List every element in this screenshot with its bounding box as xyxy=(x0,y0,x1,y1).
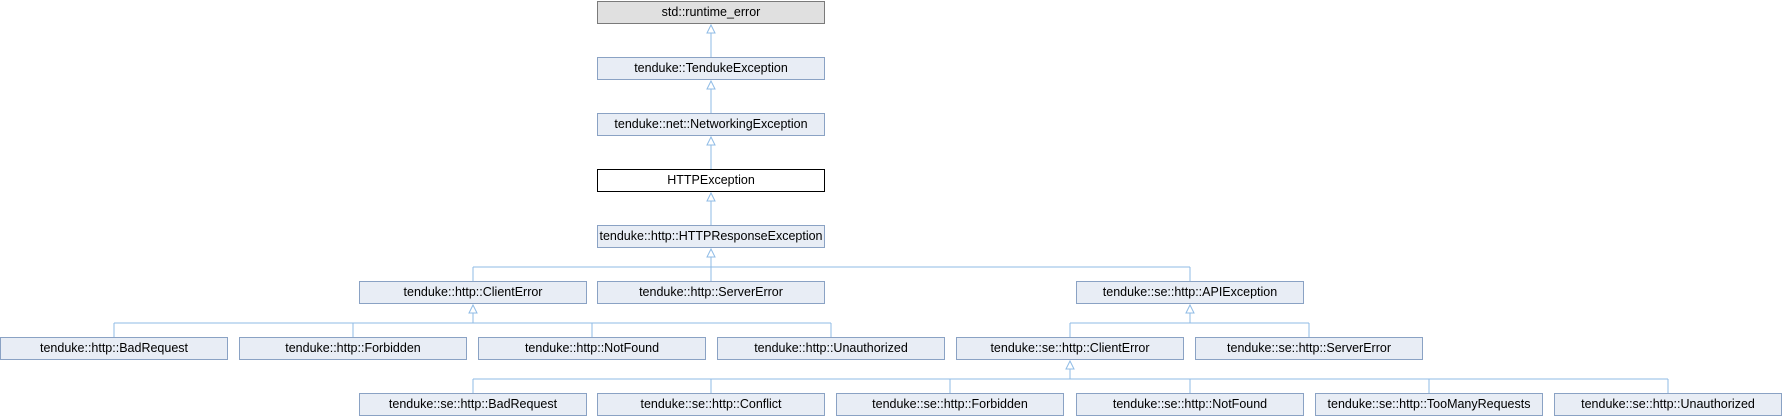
node-se-forbidden[interactable]: tenduke::se::http::Forbidden xyxy=(836,393,1064,416)
node-se-unauthorized[interactable]: tenduke::se::http::Unauthorized xyxy=(1554,393,1782,416)
edge-arrowhead-runtime_error xyxy=(706,23,716,34)
node-http-exception: HTTPException xyxy=(597,169,825,192)
node-http-unauthorized[interactable]: tenduke::http::Unauthorized xyxy=(717,337,945,360)
node-se-api-exception[interactable]: tenduke::se::http::APIException xyxy=(1076,281,1304,304)
node-se-too-many-requests[interactable]: tenduke::se::http::TooManyRequests xyxy=(1315,393,1543,416)
edge-arrowhead-api_exception xyxy=(1185,303,1195,314)
node-se-not-found[interactable]: tenduke::se::http::NotFound xyxy=(1076,393,1304,416)
node-se-conflict[interactable]: tenduke::se::http::Conflict xyxy=(597,393,825,416)
edge-arrowhead-se_client_error xyxy=(1065,359,1075,370)
node-std-runtime-error: std::runtime_error xyxy=(597,1,825,24)
node-http-bad-request[interactable]: tenduke::http::BadRequest xyxy=(0,337,228,360)
node-se-bad-request[interactable]: tenduke::se::http::BadRequest xyxy=(359,393,587,416)
edge-arrowhead-http_response_exception xyxy=(706,247,716,258)
node-http-not-found[interactable]: tenduke::http::NotFound xyxy=(478,337,706,360)
node-se-client-error[interactable]: tenduke::se::http::ClientError xyxy=(956,337,1184,360)
node-se-server-error[interactable]: tenduke::se::http::ServerError xyxy=(1195,337,1423,360)
edge-arrowhead-http_exception xyxy=(706,191,716,202)
node-http-server-error[interactable]: tenduke::http::ServerError xyxy=(597,281,825,304)
edge-arrowhead-networking_exception xyxy=(706,135,716,146)
node-http-response-exception[interactable]: tenduke::http::HTTPResponseException xyxy=(597,225,825,248)
edge-arrowhead-tenduke_exception xyxy=(706,79,716,90)
node-http-client-error[interactable]: tenduke::http::ClientError xyxy=(359,281,587,304)
node-http-forbidden[interactable]: tenduke::http::Forbidden xyxy=(239,337,467,360)
node-tenduke-exception[interactable]: tenduke::TendukeException xyxy=(597,57,825,80)
node-networking-exception[interactable]: tenduke::net::NetworkingException xyxy=(597,113,825,136)
edge-arrowhead-client_error xyxy=(468,303,478,314)
